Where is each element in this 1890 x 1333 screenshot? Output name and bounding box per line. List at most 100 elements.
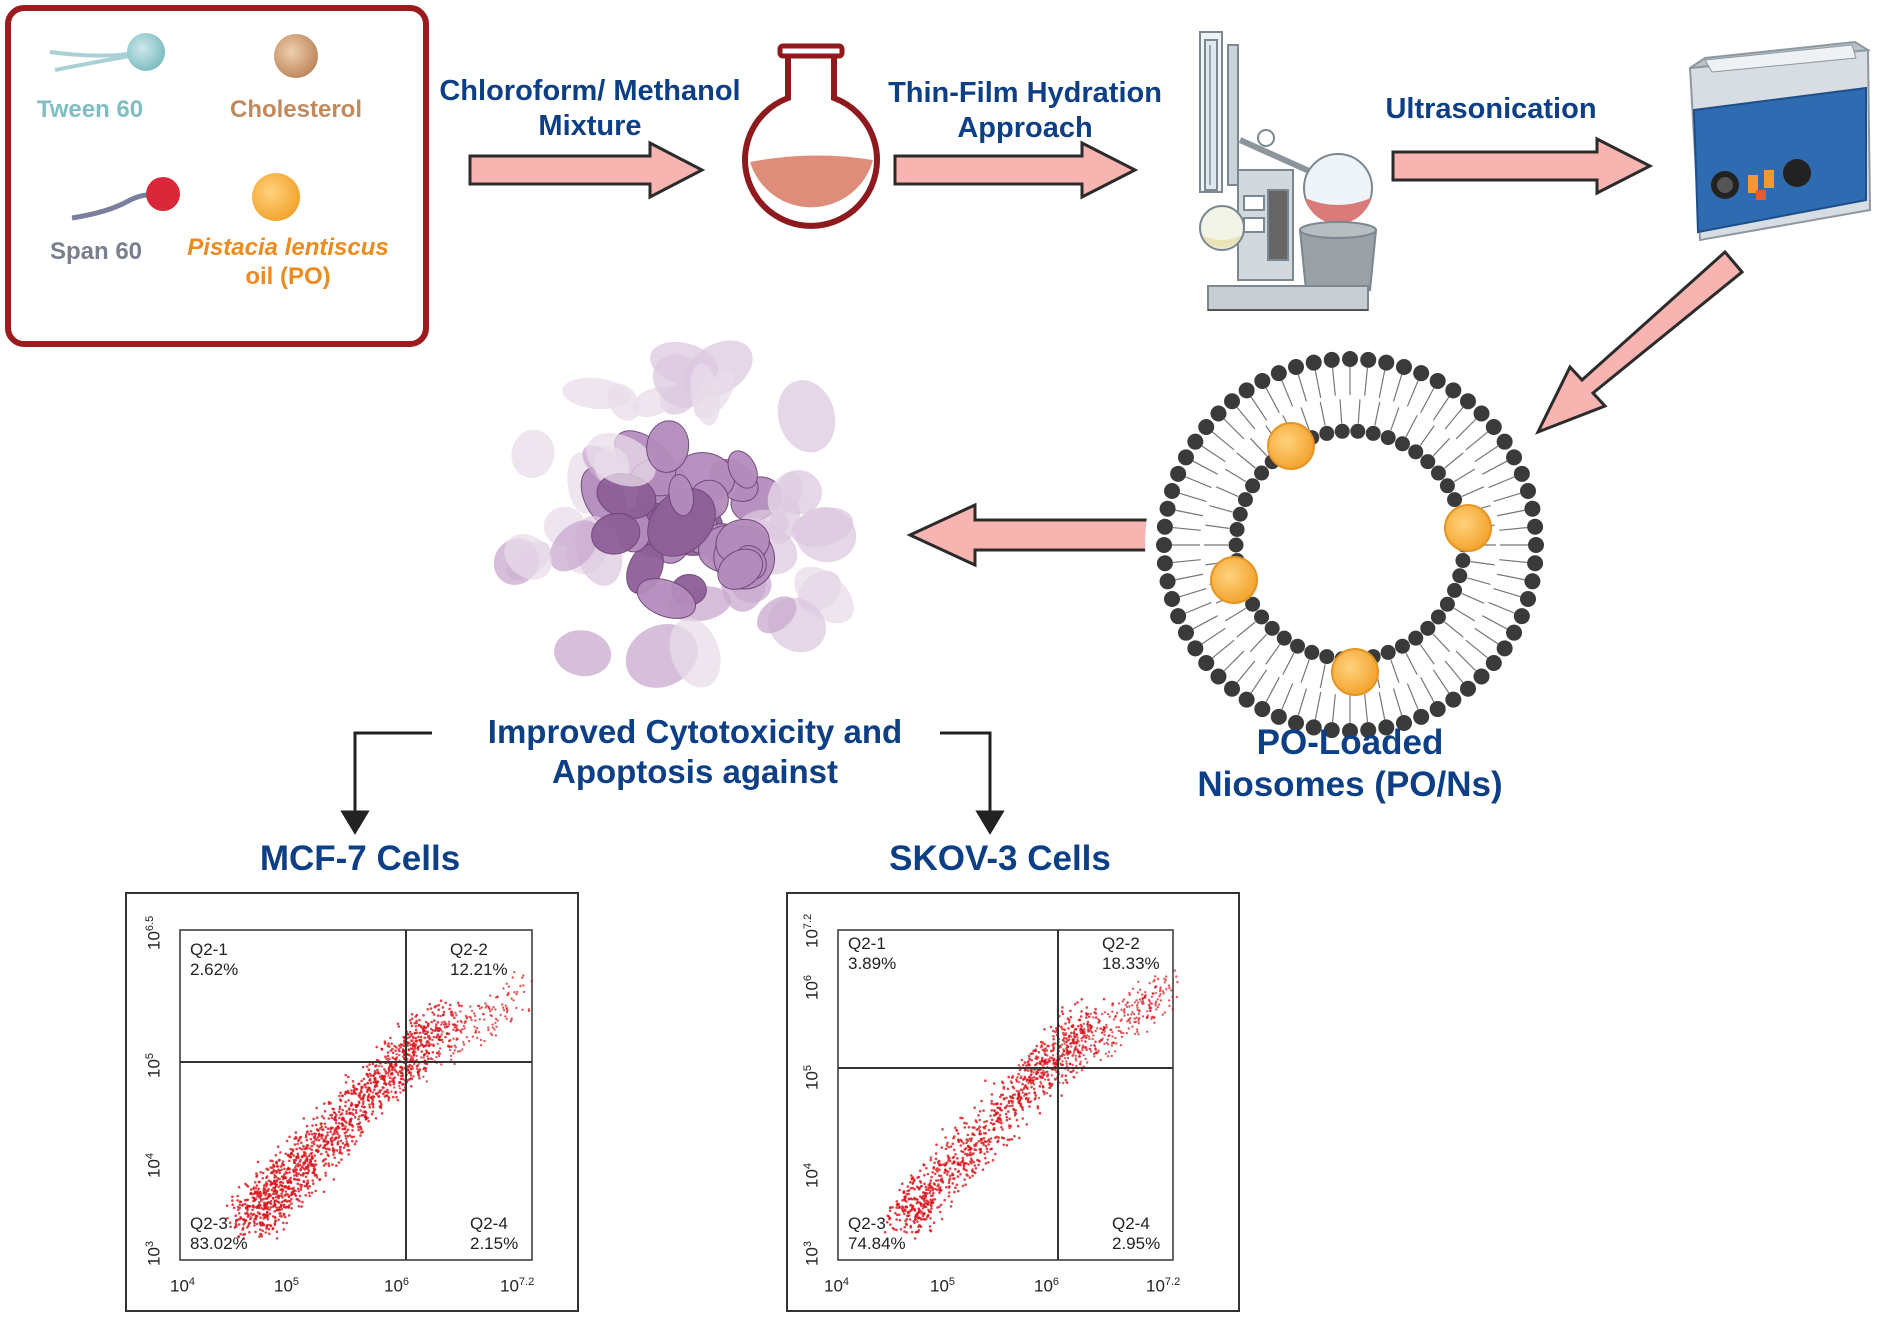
event-dot — [505, 1017, 508, 1020]
mcf7-xtick: 106 — [384, 1276, 410, 1296]
event-dot — [369, 1090, 372, 1093]
event-dot — [520, 976, 524, 979]
event-dot — [284, 1198, 287, 1202]
event-dot — [420, 1056, 423, 1059]
event-dot — [1000, 1109, 1003, 1112]
event-dot — [1131, 987, 1135, 990]
event-dot — [1071, 1025, 1074, 1028]
event-dot — [1086, 1034, 1089, 1037]
event-dot — [1108, 1034, 1111, 1037]
lipid-tail — [1488, 601, 1515, 614]
event-dot — [1021, 1078, 1025, 1082]
event-dot — [906, 1185, 910, 1188]
event-dot — [985, 1147, 989, 1151]
event-dot — [1063, 1040, 1066, 1043]
event-dot — [296, 1162, 300, 1166]
event-dot — [388, 1057, 391, 1061]
event-dot — [322, 1164, 326, 1167]
event-dot — [338, 1105, 342, 1108]
event-dot — [1041, 1076, 1045, 1079]
event-dot — [935, 1168, 938, 1172]
mcf7-ytick: 104 — [144, 1152, 164, 1178]
event-dot — [254, 1230, 257, 1234]
event-dot — [257, 1235, 261, 1238]
event-dot — [292, 1161, 296, 1164]
event-dot — [269, 1224, 273, 1228]
event-dot — [282, 1228, 286, 1231]
lipid-tail — [1297, 374, 1308, 402]
event-dot — [327, 1102, 331, 1105]
event-dot — [454, 1046, 457, 1049]
event-dot — [331, 1126, 334, 1130]
event-dot — [1036, 1105, 1040, 1108]
lipid-head — [1506, 449, 1523, 466]
event-dot — [255, 1184, 259, 1187]
ultrasonication-label: Ultrasonication — [1385, 93, 1597, 125]
event-dot — [280, 1215, 284, 1218]
event-dot — [906, 1211, 910, 1214]
skov3-q2-name: Q2-2 — [1102, 934, 1140, 953]
event-dot — [1092, 1052, 1096, 1056]
cell-blob — [504, 533, 552, 580]
event-dot — [1052, 1057, 1056, 1061]
event-dot — [261, 1213, 265, 1217]
event-dot — [987, 1139, 990, 1143]
lipid-tail — [1236, 621, 1256, 638]
event-dot — [269, 1159, 273, 1162]
event-dot — [505, 1010, 509, 1014]
event-dot — [1072, 1069, 1075, 1072]
event-dot — [271, 1166, 274, 1170]
event-dot — [357, 1117, 360, 1121]
event-dot — [483, 1018, 486, 1021]
event-dot — [1049, 1025, 1053, 1029]
event-dot — [385, 1083, 388, 1087]
outcome-line2: Apoptosis against — [551, 752, 839, 790]
event-dot — [1041, 1048, 1044, 1052]
event-dot — [1077, 1040, 1080, 1043]
chloroform-line2: Mixture — [538, 109, 642, 142]
event-dot — [447, 1025, 450, 1028]
event-dot — [409, 1074, 413, 1077]
event-dot — [1021, 1089, 1024, 1092]
event-dot — [1101, 1012, 1104, 1016]
event-dot — [380, 1088, 383, 1092]
event-dot — [956, 1189, 960, 1193]
event-dot — [951, 1162, 954, 1165]
event-dot — [488, 1010, 492, 1013]
event-dot — [940, 1217, 944, 1221]
mcf7-q1-pct: 2.62% — [190, 959, 239, 979]
event-dot — [243, 1202, 247, 1206]
event-dot — [292, 1188, 296, 1192]
event-dot — [971, 1174, 974, 1178]
mcf7-q4: Q2-4 2.15% — [470, 1214, 518, 1253]
event-dot — [1063, 1057, 1067, 1060]
event-dot — [308, 1158, 312, 1162]
event-dot — [225, 1204, 229, 1207]
event-dot — [510, 1018, 513, 1022]
event-dot — [959, 1116, 962, 1120]
event-dot — [972, 1152, 975, 1155]
lipid-head — [1452, 568, 1468, 584]
event-dot — [1110, 1041, 1114, 1045]
event-dot — [253, 1224, 256, 1227]
arrow-3 — [1391, 136, 1654, 196]
event-dot — [1023, 1061, 1027, 1064]
event-dot — [296, 1187, 300, 1191]
event-dot — [237, 1223, 241, 1226]
event-dot — [441, 1030, 444, 1033]
event-dot — [304, 1146, 308, 1149]
event-dot — [1122, 998, 1126, 1001]
lipid-head — [1319, 425, 1335, 441]
event-dot — [1060, 1063, 1063, 1067]
event-dot — [1035, 1071, 1038, 1074]
event-dot — [391, 1056, 395, 1059]
span-60-icon — [71, 177, 180, 221]
event-dot — [281, 1160, 285, 1163]
lipid-head — [1360, 351, 1377, 368]
lipid-head — [1232, 506, 1248, 522]
event-dot — [432, 1035, 436, 1039]
event-dot — [322, 1158, 326, 1162]
event-dot — [1133, 1017, 1136, 1020]
event-dot — [431, 1057, 434, 1061]
event-dot — [339, 1098, 342, 1101]
